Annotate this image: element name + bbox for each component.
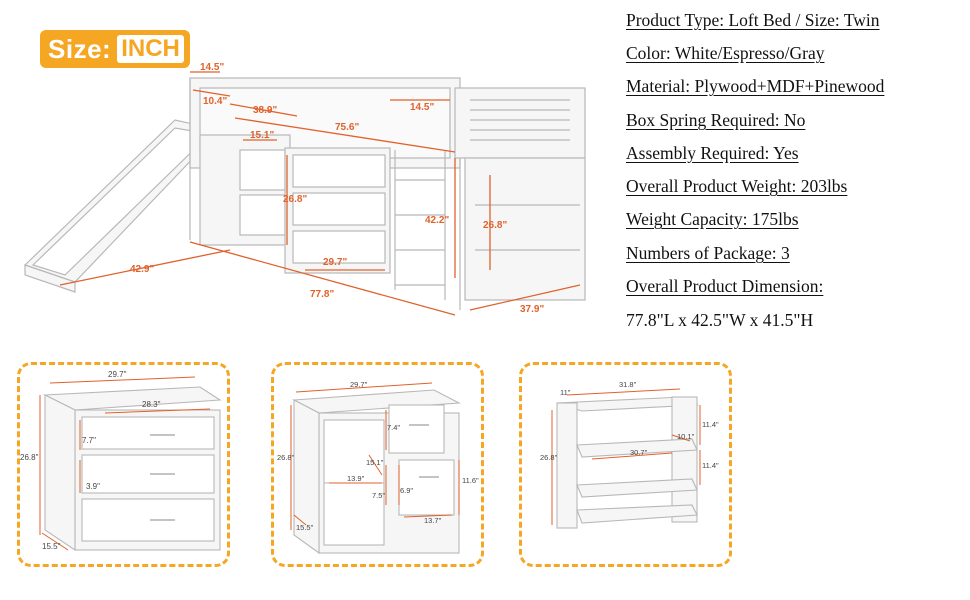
spec-weight: Overall Product Weight: 203lbs xyxy=(626,176,848,196)
dim-label: 11.6" xyxy=(462,476,479,485)
dresser-panel: 29.7" 28.3" 26.8" 7.7" 3.9" 15.5" xyxy=(17,362,230,567)
dim-label: 15.1" xyxy=(250,130,274,141)
cabinet-illustration: 29.7" 26.8" 7.4" 15.1" 13.9" 7.5" 6.9" 1… xyxy=(277,380,479,555)
dim-label: 15.1" xyxy=(366,458,384,467)
dim-label: 37.9" xyxy=(520,304,544,315)
spec-color: Color: White/Espresso/Gray xyxy=(626,43,825,63)
dim-label: 26.8" xyxy=(540,453,558,462)
dresser-illustration: 29.7" 28.3" 26.8" 7.7" 3.9" 15.5" xyxy=(20,370,222,552)
dim-label: 29.7" xyxy=(323,257,347,268)
dim-label: 13.9" xyxy=(347,474,365,483)
spec-box-spring: Box Spring Required: No xyxy=(626,110,806,130)
loft-bed-illustration: 14.5" 10.4" 38.9" 75.6" 14.5" 15.1" 26.8… xyxy=(23,62,586,316)
dim-label: 14.5" xyxy=(200,62,224,73)
spec-product-type: Product Type: Loft Bed / Size: Twin xyxy=(626,10,880,30)
bookshelf-illustration: 31.8" 11" 26.8" 11.4" 11.4" 30.7" 10.1" xyxy=(540,380,719,529)
spec-capacity: Weight Capacity: 175lbs xyxy=(626,209,799,229)
dim-label: 15.5" xyxy=(296,523,314,532)
dim-label: 42.2" xyxy=(425,215,449,226)
spec-dimension-label: Overall Product Dimension: xyxy=(626,276,824,296)
spec-material: Material: Plywood+MDF+Pinewood xyxy=(626,76,885,96)
dim-label: 7.5" xyxy=(372,491,385,500)
dim-label: 42.9" xyxy=(130,264,154,275)
dim-label: 30.7" xyxy=(630,448,648,457)
dim-label: 26.8" xyxy=(283,194,307,205)
dim-label: 77.8" xyxy=(310,289,334,300)
dim-label: 29.7" xyxy=(108,370,127,379)
size-label: Size: xyxy=(48,33,112,64)
bookshelf-panel: 31.8" 11" 26.8" 11.4" 11.4" 30.7" 10.1" xyxy=(519,362,732,567)
dim-label: 28.3" xyxy=(142,400,161,409)
dim-label: 31.8" xyxy=(619,380,637,389)
dim-label: 15.5" xyxy=(42,542,61,551)
dim-label: 6.9" xyxy=(400,486,413,495)
dim-label: 10.1" xyxy=(677,432,695,441)
dim-label: 26.8" xyxy=(483,220,507,231)
dim-label: 10.4" xyxy=(203,96,227,107)
dim-label: 7.7" xyxy=(82,436,96,445)
dim-label: 29.7" xyxy=(350,380,368,389)
dim-label: 75.6" xyxy=(335,122,359,133)
dim-label: 14.5" xyxy=(410,102,434,113)
spec-packages: Numbers of Package: 3 xyxy=(626,243,790,263)
dim-label: 11" xyxy=(560,388,571,397)
dim-label: 26.8" xyxy=(277,453,295,462)
cabinet-panel: 29.7" 26.8" 7.4" 15.1" 13.9" 7.5" 6.9" 1… xyxy=(271,362,484,567)
dim-label: 3.9" xyxy=(86,482,100,491)
dim-label: 13.7" xyxy=(424,516,442,525)
dim-label: 26.8" xyxy=(20,453,39,462)
dim-label: 11.4" xyxy=(702,420,719,429)
spec-assembly: Assembly Required: Yes xyxy=(626,143,799,163)
spec-dimension-value: 77.8"L x 42.5"W x 41.5"H xyxy=(626,310,814,330)
dim-label: 11.4" xyxy=(702,461,719,470)
unit-label: INCH xyxy=(117,35,184,63)
size-unit-badge: Size: INCH xyxy=(40,30,190,68)
dim-label: 7.4" xyxy=(387,423,400,432)
dim-label: 38.9" xyxy=(253,105,277,116)
